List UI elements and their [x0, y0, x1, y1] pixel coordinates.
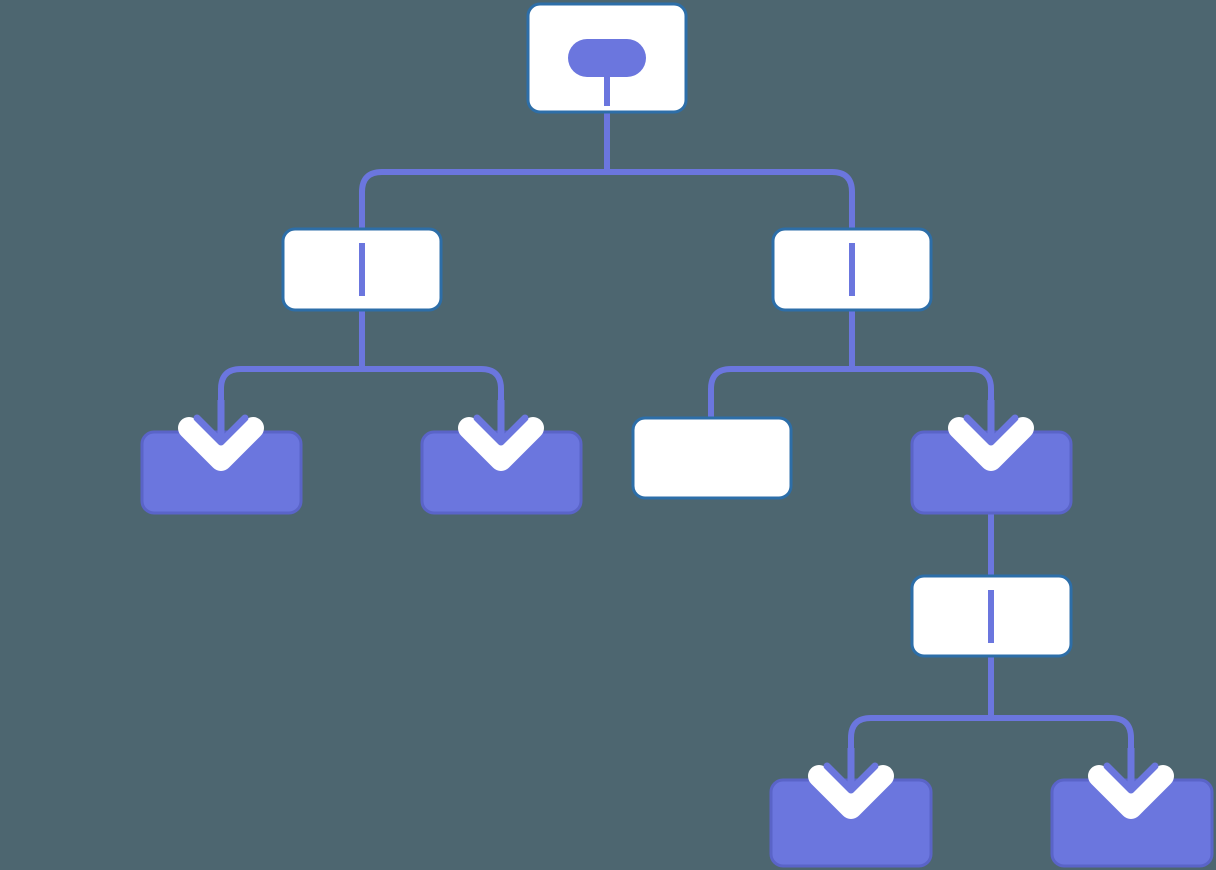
- arrow-down-icon-leaf-e: [819, 748, 883, 808]
- edge-level3-to-leaf-a: [848, 715, 991, 784]
- edge-level1-left-to-leaf-a: [218, 366, 362, 436]
- node-leaf-c-box[interactable]: [631, 416, 793, 500]
- node-root-pill-icon: [568, 39, 646, 77]
- arrow-marker-layer: [189, 400, 1163, 808]
- arrow-down-icon-leaf-d: [959, 400, 1023, 460]
- node-leaf-c[interactable]: [631, 416, 793, 500]
- edge-root-to-level1-right: [607, 169, 855, 300]
- node-level1-right[interactable]: [771, 227, 933, 312]
- edge-level1-right-to-leaf-c: [708, 366, 852, 418]
- edge-level1-right-to-leaf-d: [852, 366, 994, 436]
- arrow-down-icon-leaf-a: [189, 400, 253, 460]
- edge-level1-left-to-leaf-b: [362, 366, 504, 436]
- node-level3[interactable]: [910, 574, 1073, 658]
- arrow-down-icon-leaf-b: [469, 400, 533, 460]
- node-level1-left[interactable]: [281, 227, 443, 312]
- arrow-down-icon-leaf-f: [1099, 748, 1163, 808]
- edge-root-to-level1-left: [359, 169, 607, 300]
- edge-level3-to-leaf-b: [991, 715, 1134, 784]
- node-root[interactable]: [526, 2, 688, 114]
